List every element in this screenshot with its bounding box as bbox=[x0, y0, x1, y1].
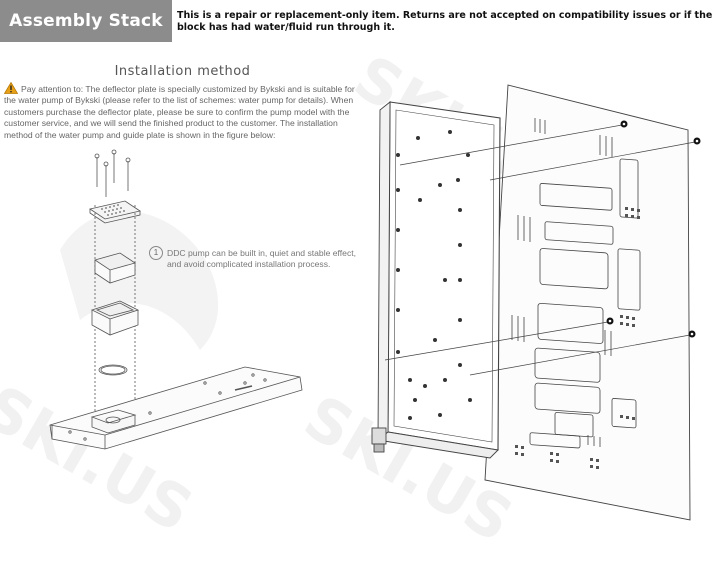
warning-triangle-icon bbox=[4, 82, 18, 94]
section-header-tab: Assembly Stack bbox=[0, 0, 172, 42]
callout-text: DDC pump can be built in, quiet and stab… bbox=[167, 248, 357, 270]
pump-assembly-diagram bbox=[49, 149, 303, 450]
installation-method-title: Installation method bbox=[114, 64, 251, 79]
block-plate-diagram bbox=[371, 84, 701, 521]
screw-group bbox=[94, 149, 131, 197]
attention-paragraph: Pay attention to: The deflector plate is… bbox=[4, 82, 364, 141]
callout-number: 1 bbox=[149, 246, 163, 260]
ddc-pump-callout: 1 DDC pump can be built in, quiet and st… bbox=[149, 246, 357, 271]
attention-label: Pay attention to: bbox=[21, 84, 84, 94]
return-policy-notice: This is a repair or replacement-only ite… bbox=[177, 10, 713, 33]
attention-text: The deflector plate is specially customi… bbox=[4, 84, 355, 140]
water-block bbox=[387, 101, 501, 451]
